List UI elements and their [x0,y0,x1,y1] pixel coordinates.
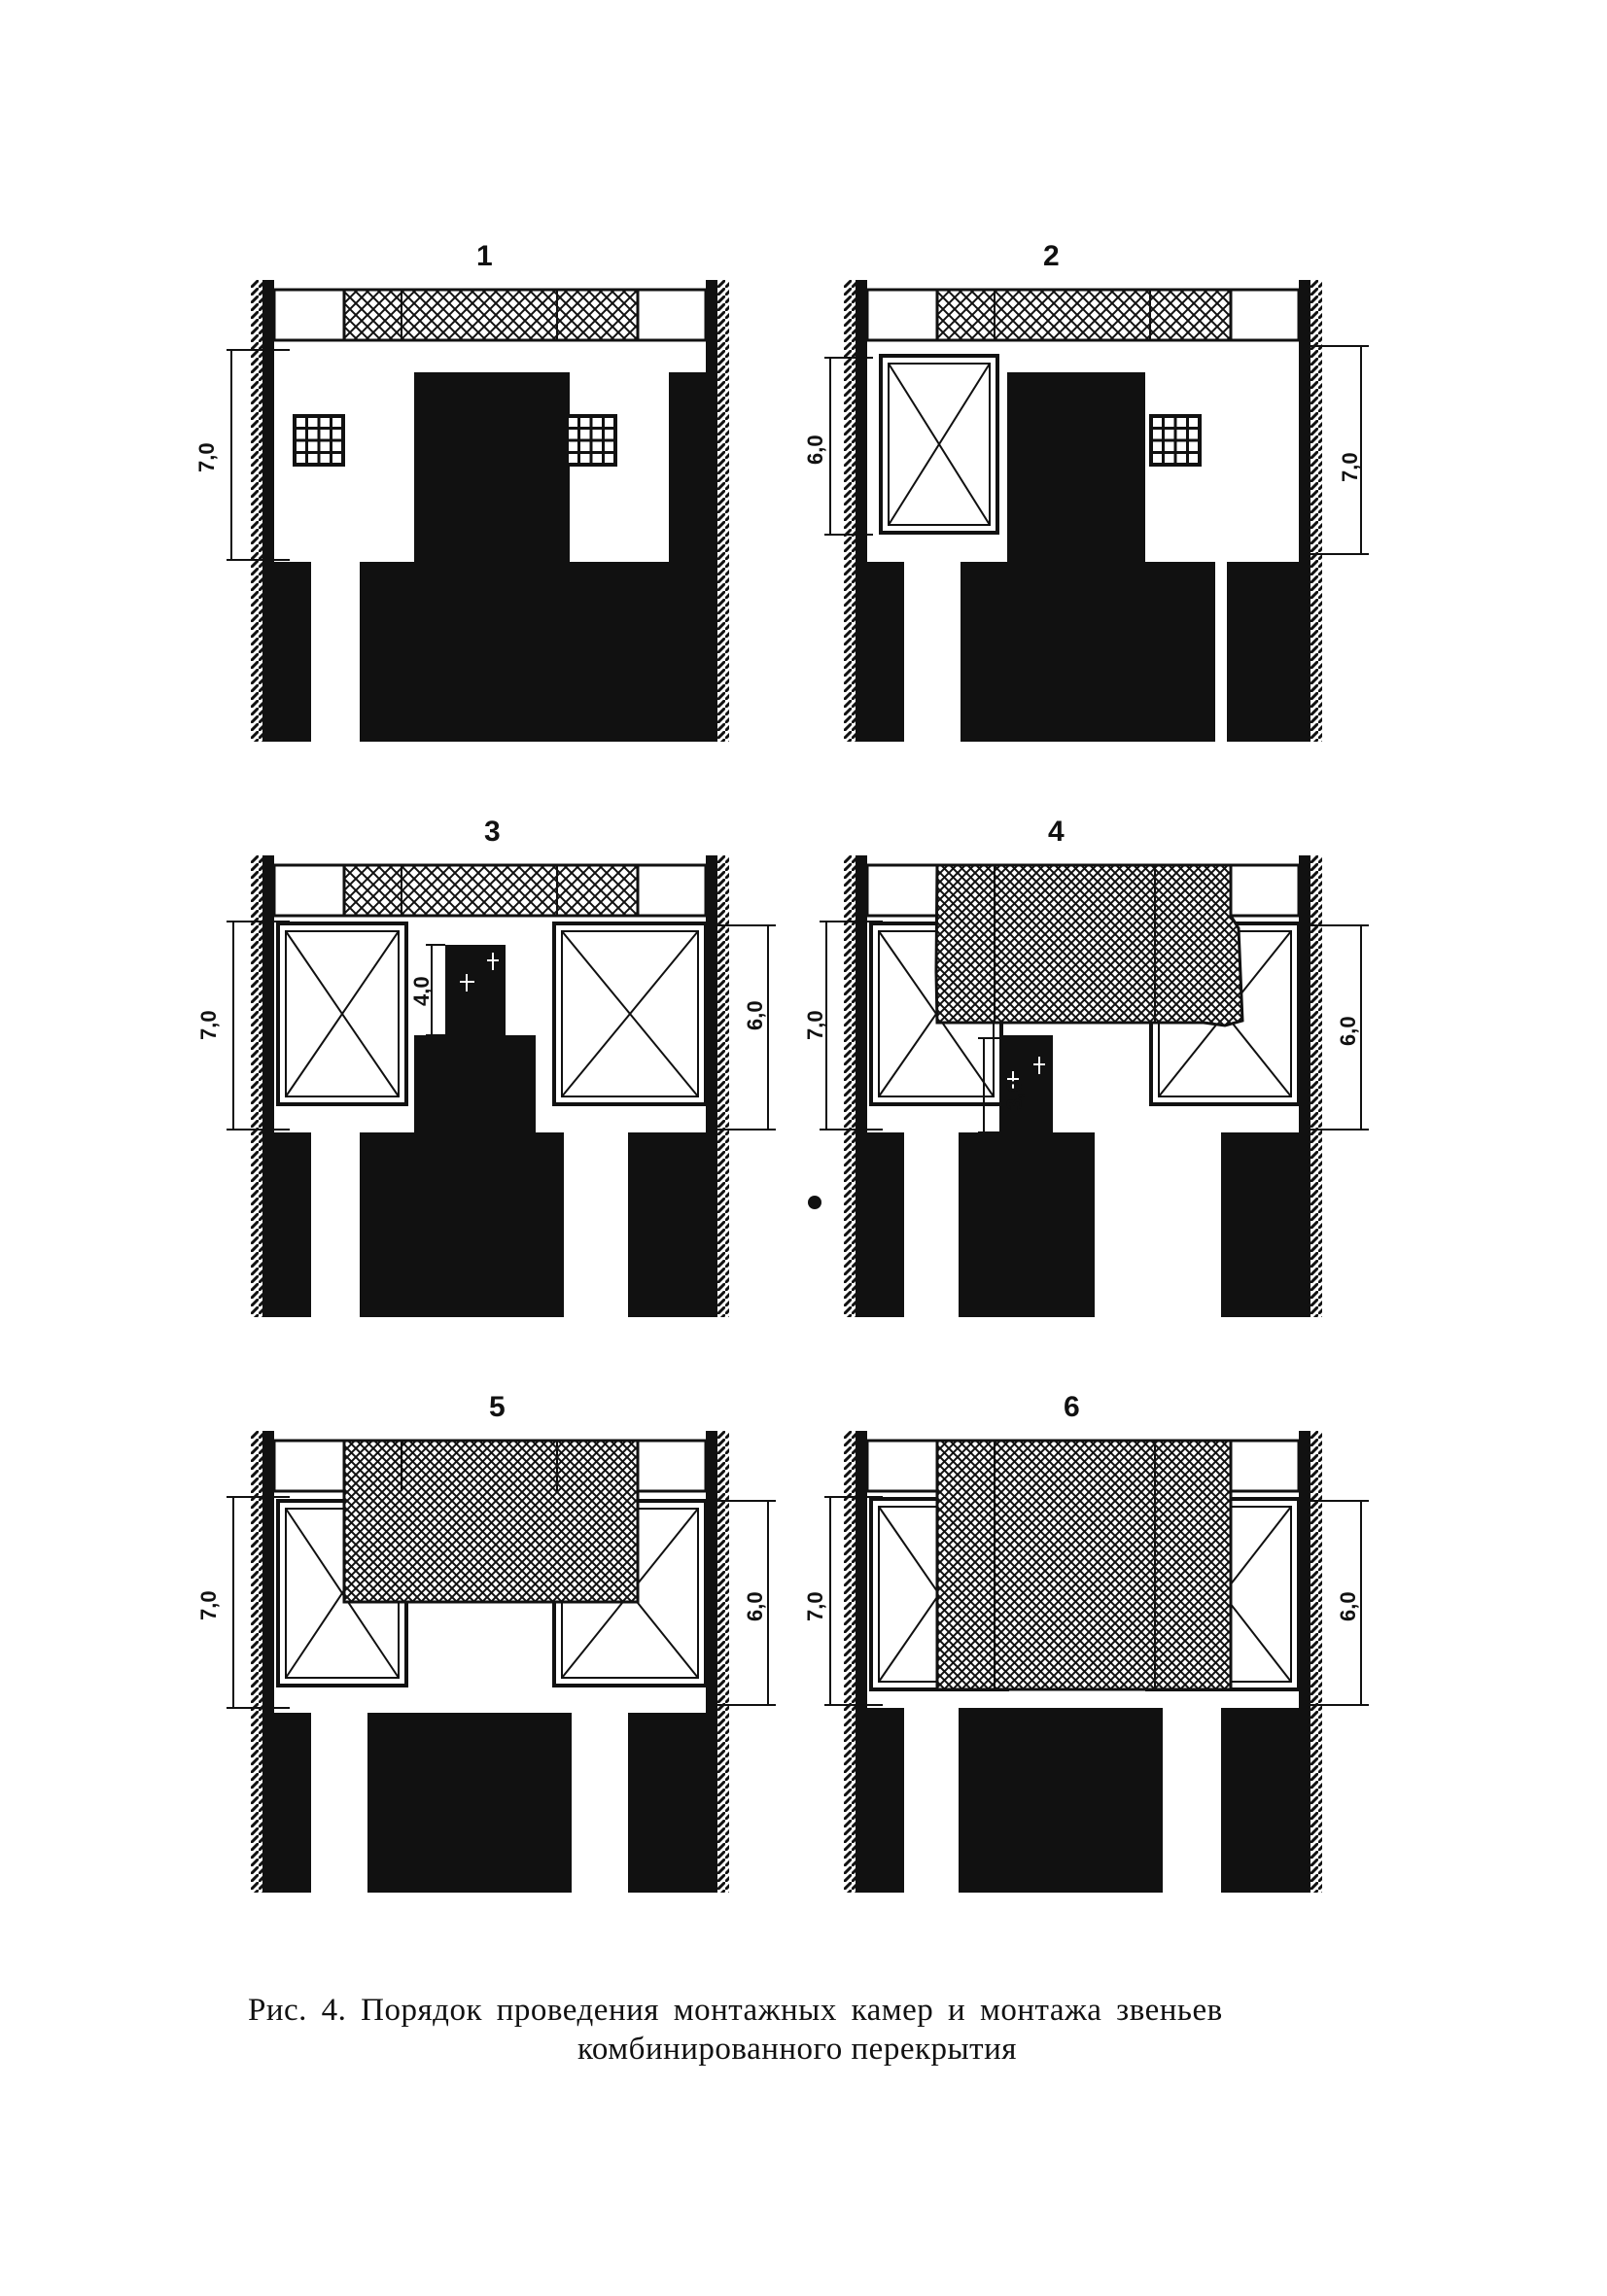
dimension-label: 6,0 [803,435,827,465]
dimension-label: 7,0 [803,1591,827,1621]
dimension-label: 6,0 [743,1591,767,1621]
panel-number: 5 [489,1391,506,1423]
panel-6: 6 7,0 6,0 [803,1391,1369,1893]
panel-5: 5 7,0 6,0 [196,1391,776,1893]
dimension-label: 7,0 [1338,452,1362,482]
panel-number: 3 [484,816,501,848]
panel-3: 3 7,0 4,0 6,0 [196,816,776,1317]
grid-icon [565,414,617,467]
dimension-label: 3,0 [1002,1080,1027,1110]
dimension-label: 7,0 [803,1010,827,1040]
caption-line-2: комбинированного перекрытия [577,2032,1017,2067]
dimension-label: 7,0 [194,442,219,472]
panel-number: 2 [1043,240,1060,272]
grid-icon [293,414,345,467]
dimension-label: 7,0 [196,1010,221,1040]
dimension-label: 6,0 [1336,1591,1360,1621]
hatched-beam [342,288,640,342]
chamber-box [276,922,408,1106]
dimension-label: 4,0 [409,976,434,1006]
hatched-block [935,1439,1233,1691]
panel-2: 2 6,0 7,0 [803,240,1369,742]
dimension-label: 6,0 [1336,1016,1360,1046]
hatched-block [342,1439,640,1604]
rock-mass [414,372,570,742]
panel-number: 6 [1064,1391,1080,1423]
caption-line-1: Рис. 4. Порядок проведения монтажных кам… [248,1993,1223,2028]
panel-4: 4 7,0 3,0 6,0 [803,816,1369,1317]
chamber-box [879,354,999,535]
panel-number: 4 [1048,816,1065,848]
figure-caption: Рис. 4. Порядок проведения монтажных кам… [248,1991,1434,2069]
dimension-label: 7,0 [196,1590,221,1620]
hatched-block [934,863,1244,1027]
chamber-box [552,922,708,1106]
grid-icon [1149,414,1202,467]
panel-number: 1 [476,240,493,272]
panel-1: 1 7,0 [194,240,729,742]
left-wall [251,280,262,742]
dimension-label: 6,0 [743,1000,767,1030]
right-wall [717,280,729,742]
